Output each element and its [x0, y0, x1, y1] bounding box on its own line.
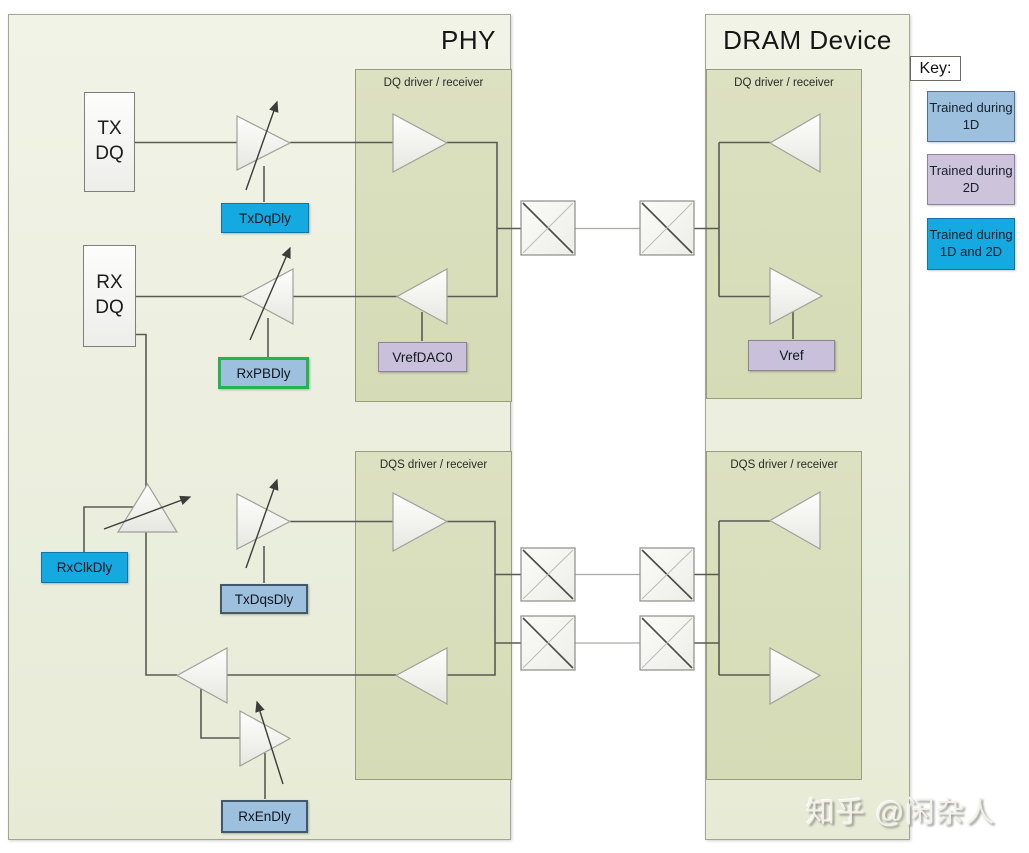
phy-title: PHY	[441, 25, 496, 55]
wire-dqs-bus-phy	[447, 520, 496, 676]
dram-dq-receiver-triangle	[769, 266, 824, 326]
tx-dq-delay-arrow	[245, 100, 279, 191]
rx-en-delay-element	[239, 709, 292, 768]
legend-trained-1d-2d: Trained during 1D and 2D	[927, 218, 1015, 270]
dram-dqs-driver-triangle	[768, 490, 821, 551]
wire-gate-enable	[200, 689, 240, 739]
dram-dqs-box-label: DQS driver / receiver	[730, 459, 838, 471]
rx-en-gate-receiver-triangle	[175, 646, 228, 705]
phy-dq-receiver-triangle	[395, 267, 448, 326]
dram-dqs-receiver-triangle	[769, 646, 822, 706]
dram-dqs-driver-receiver-box: DQS driver / receiver	[706, 451, 862, 780]
tx-dq-block: TX DQ	[84, 92, 135, 192]
rx-dq-block: RX DQ	[83, 245, 136, 347]
rx-en-delay-arrow	[255, 700, 284, 785]
dq-pad-phy	[520, 200, 576, 256]
phy-dq-box-label: DQ driver / receiver	[383, 77, 484, 89]
vrefdac0-register: VrefDAC0	[378, 342, 467, 372]
phy-dqs-driver-triangle	[392, 492, 449, 553]
dqs-pad-bottom-dram	[639, 615, 695, 671]
legend-trained-1d: Trained during 1D	[927, 91, 1015, 142]
rxclkdly-register: RxClkDly	[41, 552, 128, 583]
legend-trained-2d: Trained during 2D	[927, 154, 1015, 205]
dq-pad-dram	[639, 200, 695, 256]
dqs-pad-top-phy	[520, 547, 576, 602]
phy-dq-driver-triangle	[392, 112, 449, 174]
rx-pb-delay-arrow	[249, 246, 291, 341]
phy-dqs-driver-receiver-box: DQS driver / receiver	[355, 451, 512, 780]
dram-dq-driver-triangle	[768, 112, 821, 174]
txdqsdly-register: TxDqsDly	[220, 584, 308, 614]
rx-pb-delay-element	[240, 267, 294, 326]
tx-dqs-delay-arrow	[245, 478, 279, 569]
wire-dq-bus-phy	[447, 141, 498, 298]
key-label: Key:	[910, 56, 961, 81]
wire-rxclkdly-control	[83, 506, 133, 552]
phy-dqs-receiver-triangle	[394, 646, 448, 706]
zhihu-watermark: 知乎 @闲杂人	[806, 797, 996, 829]
tx-dq-delay-element	[236, 115, 292, 171]
rx-clk-delay-element	[116, 482, 179, 533]
dqs-pad-top-dram	[639, 547, 695, 602]
tx-dqs-delay-element	[236, 493, 292, 550]
phy-dqs-box-label: DQS driver / receiver	[379, 459, 488, 471]
wire-dq-bus-dram	[693, 141, 770, 298]
dram-title: DRAM Device	[723, 25, 892, 55]
vref-register: Vref	[748, 340, 835, 371]
rxpbdly-register: RxPBDly	[218, 357, 309, 389]
rx-clk-delay-arrow	[103, 495, 192, 530]
dqs-pad-bottom-phy	[520, 615, 576, 671]
txdqdly-register: TxDqDly	[221, 203, 309, 233]
rxendly-register: RxEnDly	[221, 800, 308, 833]
dram-dq-box-label: DQ driver / receiver	[734, 77, 834, 89]
wire-dqs-bus-dram	[693, 520, 770, 676]
